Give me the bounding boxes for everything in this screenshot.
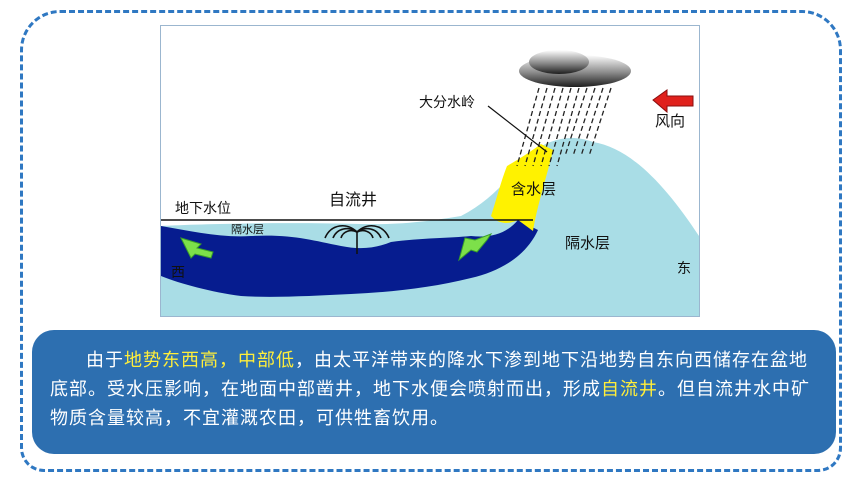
diagram-illustration bbox=[161, 50, 699, 316]
divide-leader-line bbox=[487, 105, 548, 153]
aquiclude-large-label: 隔水层 bbox=[565, 234, 611, 252]
description-box: 由于地势东西高，中部低，由太平洋带来的降水下渗到地下沿地势自东向西储存在盆地底部… bbox=[32, 330, 836, 454]
description-middle: ，由太平洋带来的降水下渗到地下沿地势自东向西储存在盆地底部。受水压影响，在地面中… bbox=[50, 350, 808, 400]
description-paragraph: 由于地势东西高，中部低，由太平洋带来的降水下渗到地下沿地势自东向西储存在盆地底部… bbox=[50, 346, 818, 433]
highlight-terrain: 地势东西高，中部低 bbox=[124, 350, 295, 371]
description-end: 。但自流井水中矿物质含量较高，不宜灌溉农田，可供牲畜饮用。 bbox=[50, 379, 810, 429]
aquifer-exposed bbox=[491, 144, 553, 231]
west-label: 西 bbox=[171, 265, 185, 281]
artesian-well-label: 自流井 bbox=[329, 190, 378, 209]
wind-arrow-icon bbox=[652, 89, 694, 114]
artesian-well-diagram: 大分水岭 风向 含水层 地下水位 自流井 隔水层 隔水层 西 东 bbox=[160, 25, 700, 317]
divide-label: 大分水岭 bbox=[419, 95, 475, 111]
aquifer-label: 含水层 bbox=[511, 180, 557, 198]
wind-label: 风向 bbox=[655, 112, 686, 130]
aquifer-underground bbox=[161, 220, 538, 297]
water-table-label: 地下水位 bbox=[175, 201, 231, 217]
description-lead: 由于 bbox=[86, 350, 124, 371]
artesian-well-fountain bbox=[324, 225, 390, 254]
highlight-artesian-well: 自流井 bbox=[601, 379, 658, 400]
aquiclude-small-label: 隔水层 bbox=[231, 223, 264, 236]
rain bbox=[516, 87, 612, 167]
east-label: 东 bbox=[677, 261, 691, 277]
dashed-frame bbox=[20, 10, 842, 472]
flow-arrow-east bbox=[458, 232, 493, 262]
flow-arrow-west bbox=[180, 237, 214, 259]
